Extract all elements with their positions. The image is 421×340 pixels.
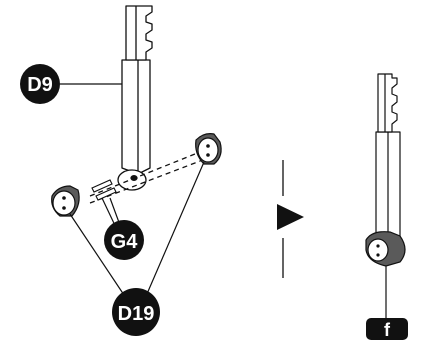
assembled-connector (365, 231, 406, 267)
assembled-view: f (365, 73, 408, 340)
axle-line-lower (89, 157, 209, 204)
step-label: f (384, 320, 391, 340)
axle-line (89, 149, 206, 197)
pin-g4 (91, 179, 117, 201)
assembled-post (375, 73, 401, 239)
connector-d19-right (195, 133, 222, 165)
callout-d9: D9 (20, 64, 60, 104)
exploded-view: D9 G4 D19 (20, 5, 222, 336)
step-badge: f (366, 318, 408, 340)
callout-d19: D19 (112, 288, 160, 336)
arrow-right-icon (277, 160, 304, 278)
post-d9 (117, 5, 153, 191)
connector-d19-left (51, 185, 80, 217)
callout-g4: G4 (104, 220, 144, 260)
callout-g4-label: G4 (111, 231, 139, 253)
callout-d9-label: D9 (27, 74, 53, 96)
callout-d19-label: D19 (118, 303, 155, 325)
